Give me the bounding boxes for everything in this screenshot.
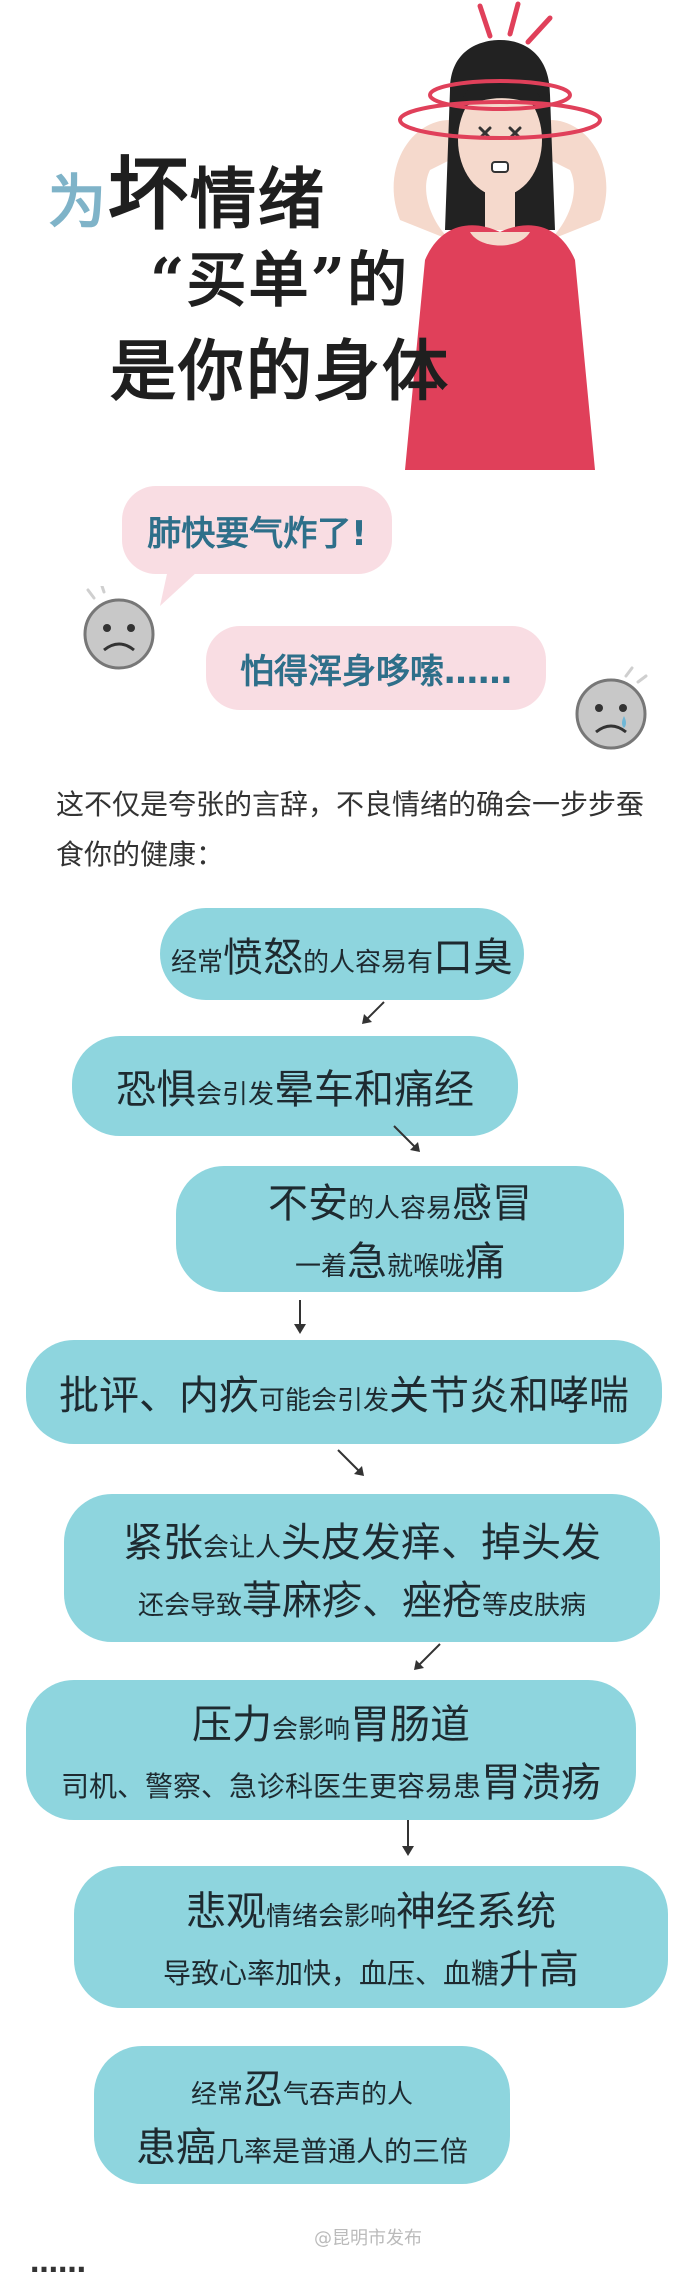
pill-text: 经常 xyxy=(170,948,223,978)
health-pill-8: 经常忍气吞声的人患癌几率是普通人的三倍 xyxy=(94,2046,510,2184)
pill-text: 气吞声的人 xyxy=(283,2080,414,2110)
title-word-qingxu: 情绪 xyxy=(190,160,327,238)
pill-text: 等皮肤病 xyxy=(482,1591,587,1621)
pill-line: 还会导致荨麻疹、痤疮等皮肤病 xyxy=(138,1568,586,1626)
health-pill-6: 压力会影响胃肠道司机、警察、急诊科医生更容易患胃溃疡 xyxy=(26,1680,636,1820)
watermark: @昆明市发布 xyxy=(314,2228,422,2249)
pill-keyword: 神经系统 xyxy=(396,1889,556,1935)
pill-keyword: 头皮发痒、掉头发 xyxy=(281,1520,601,1566)
pill-text: 情绪会影响 xyxy=(265,1902,396,1932)
pill-text: 会引发 xyxy=(195,1080,274,1110)
pill-text: 就喉咙 xyxy=(387,1252,466,1282)
arrow-down-right-icon xyxy=(337,1449,364,1476)
pill-keyword: 恐惧 xyxy=(115,1067,196,1113)
pill-keyword: 荨麻疹、痤疮 xyxy=(242,1578,482,1624)
pill-keyword: 批评、内疚 xyxy=(58,1373,259,1419)
health-pill-7: 悲观情绪会影响神经系统导致心率加快，血压、血糖升高 xyxy=(74,1866,668,2008)
pill-line: 压力会影响胃肠道 xyxy=(192,1692,470,1750)
pill-keyword: 晕车和痛经 xyxy=(274,1067,474,1113)
pill-keyword: 患癌 xyxy=(135,2125,216,2171)
pill-text: 的人容易有 xyxy=(303,948,434,978)
pill-text: 可能会引发 xyxy=(258,1386,389,1416)
title-line-1: 为坏情绪 xyxy=(48,130,326,246)
pill-text: 经常 xyxy=(190,2080,243,2110)
pill-line: 一着急就喉咙痛 xyxy=(295,1229,505,1287)
stress-lines xyxy=(477,1,553,45)
speech-bubble-1-text: 肺快要气炸了! xyxy=(147,513,367,554)
title-word-huai: 坏 xyxy=(108,147,191,241)
speech-bubble-2-text: 怕得浑身哆嗦…… xyxy=(240,651,512,692)
health-pill-1: 经常愤怒的人容易有口臭 xyxy=(160,908,524,1000)
pill-keyword: 压力 xyxy=(191,1702,272,1748)
pill-text: 的人容易 xyxy=(347,1194,452,1224)
arrow-down-icon xyxy=(402,1820,414,1856)
pill-text: 导致心率加快，血压、血糖 xyxy=(162,1957,499,1990)
pill-text: 会影响 xyxy=(271,1715,350,1745)
pill-keyword: 感冒 xyxy=(452,1181,532,1227)
title-line-2: “买单”的 xyxy=(150,246,410,316)
pill-keyword: 紧张 xyxy=(122,1520,203,1566)
arrow-down-left-icon xyxy=(414,1643,441,1670)
pill-line: 悲观情绪会影响神经系统 xyxy=(186,1879,556,1937)
pill-line: 经常忍气吞声的人 xyxy=(191,2057,413,2115)
pill-keyword: 悲观 xyxy=(185,1889,266,1935)
intro-text: 这不仅是夸张的言辞，不良情绪的确会一步步蚕食你的健康： xyxy=(56,788,645,871)
pill-keyword: 升高 xyxy=(499,1947,579,1993)
pill-text: 会让人 xyxy=(202,1533,281,1563)
pill-keyword: 口臭 xyxy=(433,935,514,981)
pill-keyword: 胃溃疡 xyxy=(481,1760,601,1806)
pill-line: 司机、警察、急诊科医生更容易患胃溃疡 xyxy=(61,1750,601,1808)
health-pill-5: 紧张会让人头皮发痒、掉头发还会导致荨麻疹、痤疮等皮肤病 xyxy=(64,1494,660,1642)
crying-face-icon xyxy=(575,666,648,750)
health-pill-2: 恐惧会引发晕车和痛经 xyxy=(72,1036,518,1136)
pill-keyword: 不安 xyxy=(267,1181,348,1227)
pill-line: 恐惧会引发晕车和痛经 xyxy=(116,1057,474,1115)
pill-text: 还会导致 xyxy=(137,1591,242,1621)
sad-face-icon xyxy=(83,586,155,670)
pill-text: 一着 xyxy=(294,1252,347,1282)
pill-keyword: 愤怒 xyxy=(223,935,303,981)
pill-line: 紧张会让人头皮发痒、掉头发 xyxy=(123,1510,601,1568)
pill-keyword: 急 xyxy=(347,1239,387,1285)
speech-bubble-2: 怕得浑身哆嗦…… xyxy=(206,626,546,710)
pill-keyword: 痛 xyxy=(465,1239,506,1285)
pill-line: 不安的人容易感冒 xyxy=(268,1171,532,1229)
health-pill-3: 不安的人容易感冒一着急就喉咙痛 xyxy=(176,1166,624,1292)
pill-keyword: 关节炎和哮喘 xyxy=(389,1373,629,1419)
pill-line: 经常愤怒的人容易有口臭 xyxy=(171,925,513,983)
cutoff-text: …… xyxy=(30,2246,86,2279)
pill-keyword: 胃肠道 xyxy=(350,1702,470,1748)
pill-line: 批评、内疚可能会引发关节炎和哮喘 xyxy=(59,1363,629,1421)
stressed-woman-illustration xyxy=(393,1,607,470)
pill-text: 几率是普通人的三倍 xyxy=(215,2135,468,2168)
bubble-1-tail xyxy=(160,560,210,606)
arrow-down-left-icon xyxy=(362,1001,385,1024)
speech-bubble-1: 肺快要气炸了! xyxy=(122,486,392,574)
pill-text: 司机、警察、急诊科医生更容易患 xyxy=(60,1770,481,1803)
title-line-3: 是你的身体 xyxy=(110,332,450,410)
health-pill-4: 批评、内疚可能会引发关节炎和哮喘 xyxy=(26,1340,662,1444)
pill-line: 患癌几率是普通人的三倍 xyxy=(136,2115,468,2173)
arrow-down-right-icon xyxy=(393,1125,420,1152)
pill-keyword: 忍 xyxy=(243,2067,283,2113)
pill-line: 导致心率加快，血压、血糖升高 xyxy=(163,1937,579,1995)
arrow-down-icon xyxy=(294,1300,306,1334)
title-word-wei: 为 xyxy=(48,168,109,236)
